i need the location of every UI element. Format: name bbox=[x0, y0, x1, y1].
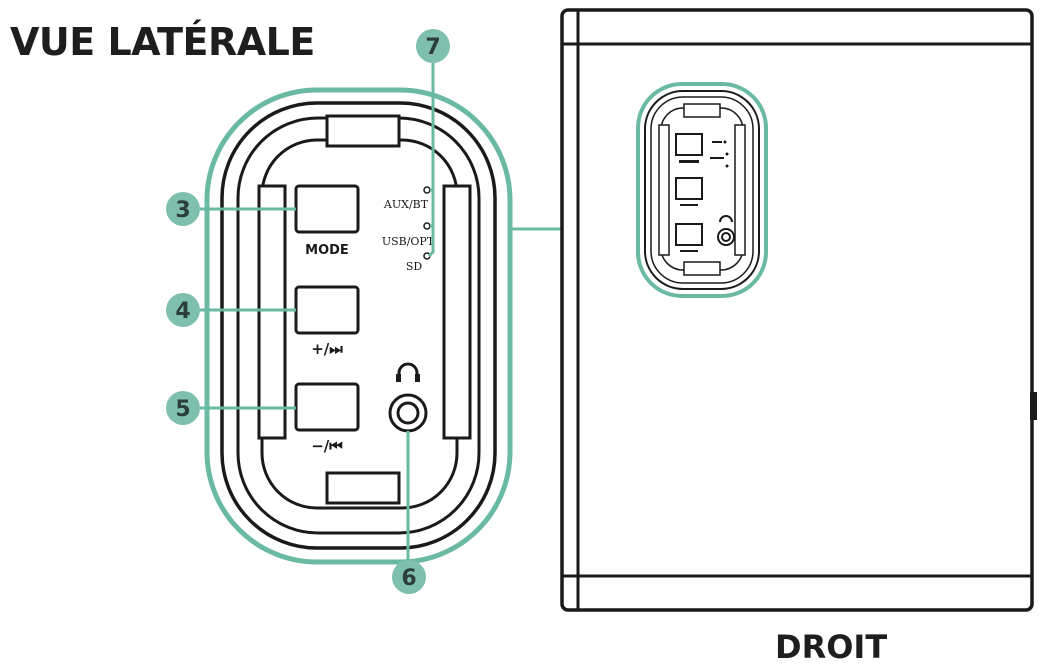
svg-text:7: 7 bbox=[425, 35, 440, 60]
headphones-icon bbox=[396, 362, 420, 382]
mini-plus-button bbox=[675, 177, 703, 200]
plus-button-label: +/⏭ bbox=[311, 340, 343, 358]
callout-badge-5: 5 bbox=[166, 391, 200, 425]
side-view-label: DROIT bbox=[775, 628, 888, 666]
svg-text:6: 6 bbox=[401, 566, 416, 591]
mini-headphones-icon bbox=[719, 215, 733, 223]
svg-text:5: 5 bbox=[175, 397, 190, 422]
sd-label: SD bbox=[406, 260, 423, 273]
main-title: VUE LATÉRALE bbox=[10, 20, 315, 64]
usb-opt-label: USB/OPT bbox=[382, 235, 435, 248]
svg-text:3: 3 bbox=[175, 198, 190, 223]
mini-minus-button bbox=[675, 223, 703, 246]
minus-button-label: −/⏮ bbox=[311, 437, 343, 455]
callout-badge-4: 4 bbox=[166, 293, 200, 327]
mode-button-label: MODE bbox=[305, 243, 349, 258]
left-grip bbox=[257, 184, 287, 440]
usb-opt-led bbox=[423, 222, 431, 230]
callout-badge-7: 7 bbox=[416, 29, 450, 63]
callout-badge-3: 3 bbox=[166, 192, 200, 226]
zoomed-control-panel: MODE +/⏭ −/⏮ AUX/BT USB/OPT SD bbox=[204, 87, 513, 565]
jack-port-icon bbox=[388, 393, 428, 433]
callout-badge-6: 6 bbox=[392, 560, 426, 594]
mini-control-panel bbox=[636, 82, 768, 298]
callout-lines bbox=[200, 62, 435, 562]
mini-mode-button bbox=[675, 133, 703, 156]
minus-prev-button bbox=[294, 382, 360, 432]
right-grip bbox=[442, 184, 472, 440]
aux-bt-label: AUX/BT bbox=[383, 198, 429, 211]
svg-text:4: 4 bbox=[175, 299, 190, 324]
mode-button bbox=[294, 184, 360, 234]
top-grip bbox=[325, 114, 401, 148]
aux-bt-led bbox=[423, 186, 431, 194]
plus-next-button bbox=[294, 285, 360, 335]
speaker-side-view bbox=[560, 8, 1037, 612]
bottom-grip bbox=[325, 471, 401, 505]
